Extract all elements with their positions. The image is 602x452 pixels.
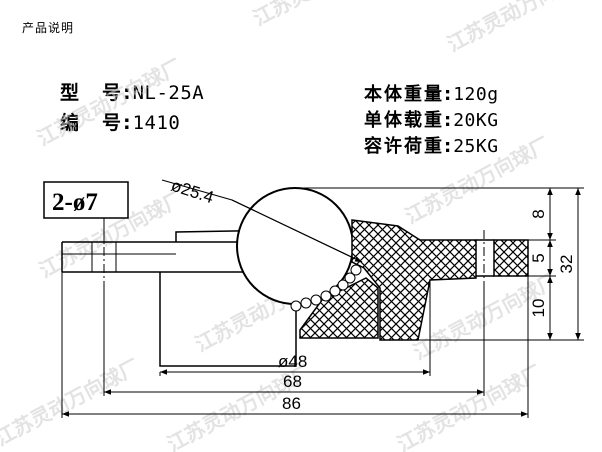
spec-code-label: 编 号: bbox=[60, 112, 133, 134]
spec-body-weight-value: 120g bbox=[453, 84, 499, 105]
support-ball bbox=[290, 300, 302, 312]
ball-dia-leader bbox=[161, 179, 363, 263]
support-ball bbox=[329, 285, 341, 297]
spec-unit-load-value: 20KG bbox=[453, 110, 499, 131]
dim-48-label: ø48 bbox=[278, 352, 307, 371]
dim-32-label: 32 bbox=[557, 255, 576, 274]
watermark-text: 江苏灵动万向球厂 bbox=[393, 360, 546, 452]
spec-unit-load-label: 单体载重: bbox=[364, 110, 454, 131]
support-ball bbox=[310, 294, 322, 306]
spec-body-weight-label: 本体重量: bbox=[364, 84, 454, 105]
hatched-right-end bbox=[493, 239, 529, 277]
spec-code: 编 号:1410 bbox=[60, 114, 180, 133]
horizontal-dims bbox=[61, 272, 529, 418]
hatched-cup-wall bbox=[299, 277, 379, 339]
hatched-housing bbox=[351, 219, 477, 341]
watermark-text: 江苏灵动万向球厂 bbox=[249, 0, 402, 30]
ball-dia-line bbox=[231, 199, 363, 263]
spec-model-label: 型 号: bbox=[60, 82, 133, 104]
support-ball bbox=[337, 279, 349, 291]
vertical-dims bbox=[300, 187, 584, 341]
spec-unit-load: 单体载重:20KG bbox=[364, 112, 499, 130]
support-ball bbox=[300, 297, 312, 309]
dim-5-label: 5 bbox=[529, 253, 548, 262]
spec-code-value: 1410 bbox=[132, 112, 181, 134]
dim-10-label: 10 bbox=[529, 299, 548, 318]
spec-model-value: NL-25A bbox=[132, 82, 205, 104]
spec-body-weight: 本体重量:120g bbox=[364, 86, 499, 104]
watermark-text: 江苏灵动万向球厂 bbox=[0, 354, 144, 450]
watermark-text: 江苏灵动万向球厂 bbox=[33, 54, 186, 150]
holes-box bbox=[43, 181, 129, 219]
spec-allowable-load-label: 容许荷重: bbox=[364, 136, 454, 157]
holes-label: 2-ø7 bbox=[52, 189, 98, 216]
support-ball bbox=[320, 290, 332, 302]
support-ball bbox=[350, 264, 362, 276]
spec-model: 型 号:NL-25A bbox=[60, 84, 204, 103]
dim-8-label: 8 bbox=[529, 209, 548, 218]
dim-68-label: 68 bbox=[283, 372, 302, 391]
spec-allowable-load-value: 25KG bbox=[453, 136, 499, 157]
support-balls bbox=[290, 264, 362, 312]
watermark-text: 江苏灵动万向球厂 bbox=[443, 0, 596, 56]
dim-86-label: 86 bbox=[282, 394, 301, 413]
support-ball bbox=[344, 272, 356, 284]
spec-allowable-load: 容许荷重:25KG bbox=[364, 138, 499, 156]
header-title: 产品说明 bbox=[22, 21, 75, 35]
